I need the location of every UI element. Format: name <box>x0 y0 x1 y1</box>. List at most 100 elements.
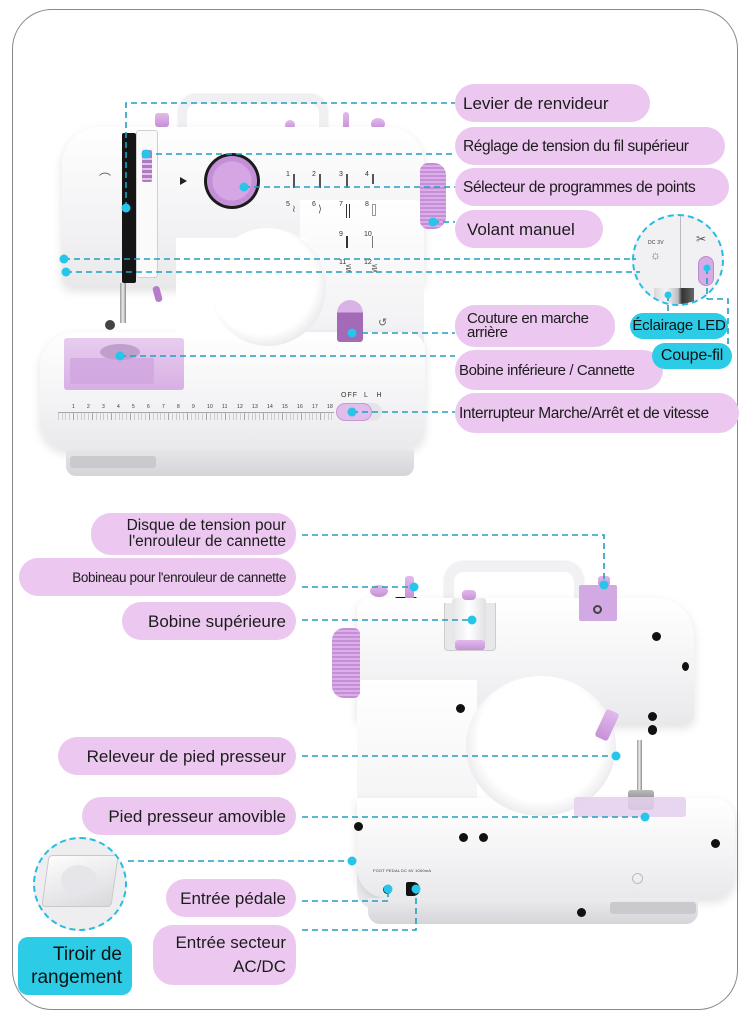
label-power-input: Entrée secteur AC/DC <box>153 925 296 985</box>
ruler-number: 17 <box>312 404 318 410</box>
label-text: Réglage de tension du fil supérieur <box>463 137 689 155</box>
led-cutter-inset: DC 3V ☼ ✂ <box>632 214 724 306</box>
reverse-icon: ↺ <box>378 317 388 329</box>
screw-hole <box>354 822 363 831</box>
label-bobbin-winder-tension-disc: Disque de tension pour l'enrouleur de ca… <box>91 513 296 555</box>
label-text: Sélecteur de programmes de points <box>463 178 696 196</box>
ruler-number: 9 <box>192 404 195 410</box>
label-reverse-stitch: Couture en marche arrière <box>455 305 615 347</box>
label-stitch-selector: Sélecteur de programmes de points <box>455 168 729 206</box>
highlight-text-line-2: rangement <box>31 967 122 988</box>
bobbin-winder-tension-disc-knob <box>370 585 388 597</box>
label-text-line-1: Disque de tension pour <box>126 517 286 534</box>
highlight-led-light: Éclairage LED <box>630 313 728 339</box>
screw-hole <box>459 833 468 842</box>
highlight-text: Éclairage LED <box>632 317 726 334</box>
screw-hole <box>682 662 689 671</box>
label-text-line-1: Couture en marche <box>467 310 589 327</box>
dc-port-label: DC 6V 1000mA <box>401 868 432 873</box>
needle-bar <box>637 740 642 790</box>
stitch-number: 2 <box>312 171 316 178</box>
ruler-number: 1 <box>72 404 75 410</box>
arm-opening-curve <box>210 228 326 346</box>
led-voltage-marking: DC 3V <box>648 240 664 246</box>
label-text: Bobineau pour l'enrouleur de cannette <box>72 569 286 585</box>
foot-slot <box>70 456 156 468</box>
upper-thread-spool <box>452 598 486 646</box>
drawer-inner-curve <box>61 865 97 895</box>
screw-hole <box>711 839 720 848</box>
label-text-line-1: Entrée secteur <box>175 933 286 952</box>
reverse-stitch-button[interactable] <box>337 300 363 342</box>
handwheel[interactable] <box>420 163 446 229</box>
stitch-glyph: ⋚ <box>371 264 378 273</box>
label-bobbin-winder-spindle: Bobineau pour l'enrouleur de cannette <box>19 558 296 596</box>
stitch-number: 1 <box>286 171 290 178</box>
ruler-number: 10 <box>207 404 213 410</box>
stitch-number: 12 <box>364 259 372 266</box>
screw-hole <box>577 908 586 917</box>
screw-hole <box>648 725 657 734</box>
stitch-glyph <box>346 204 350 218</box>
upper-thread-tension-dial[interactable] <box>142 150 152 182</box>
ruler-number: 16 <box>297 404 303 410</box>
storage-drawer-inset <box>33 837 127 931</box>
ruler-number: 8 <box>177 404 180 410</box>
ruler-number: 5 <box>132 404 135 410</box>
stitch-selector-dial[interactable] <box>204 153 260 209</box>
spool-cap-top <box>462 590 476 600</box>
needle-clamp-detail <box>654 288 694 304</box>
highlight-storage-drawer: Tiroir de rangement <box>18 937 132 995</box>
stitch-number: 10 <box>364 231 372 238</box>
screw-hole <box>479 833 488 842</box>
tension-disc-housing <box>579 585 617 621</box>
handwheel[interactable] <box>332 628 360 698</box>
switch-label-high: H <box>376 392 383 399</box>
spool-cap-bottom <box>455 640 485 650</box>
lightbulb-icon: ☼ <box>650 248 661 262</box>
stitch-glyph: ≀ <box>292 204 296 215</box>
label-text: Volant manuel <box>467 219 575 239</box>
stitch-number: 9 <box>339 231 343 238</box>
ruler-number: 6 <box>147 404 150 410</box>
ruler-number: 18 <box>327 404 333 410</box>
label-presser-foot-lifter: Releveur de pied presseur <box>58 737 296 775</box>
switch-labels: OFF L H <box>341 392 383 399</box>
needle-plate <box>574 797 686 817</box>
label-text: Levier de renvideur <box>463 93 609 113</box>
stitch-number: 3 <box>339 171 343 178</box>
ruler-number: 15 <box>282 404 288 410</box>
rubber-foot-ring <box>632 873 643 884</box>
stitch-number: 7 <box>339 201 343 208</box>
ruler-number: 2 <box>87 404 90 410</box>
dial-pointer-arrow <box>180 177 187 185</box>
highlight-text-line-1: Tiroir de <box>53 944 122 965</box>
scissors-icon: ✂ <box>696 232 707 246</box>
threading-guide-icon: ⌒ <box>99 172 112 186</box>
switch-label-off: OFF <box>341 392 358 399</box>
label-upper-thread-tension: Réglage de tension du fil supérieur <box>455 127 725 165</box>
label-bobbin-winder-lever: Levier de renvideur <box>455 84 650 122</box>
label-text-line-2: l'enrouleur de cannette <box>128 533 286 550</box>
power-input-port <box>406 882 420 896</box>
stitch-glyph <box>319 174 321 188</box>
label-text: Bobine inférieure / Cannette <box>459 361 635 379</box>
feed-dogs <box>100 344 140 360</box>
ruler-number: 11 <box>222 404 228 410</box>
bobbin-cover <box>70 358 154 384</box>
bobbin-winder-pin <box>155 113 169 127</box>
label-foot-pedal-input: Entrée pédale <box>166 879 296 917</box>
stitch-glyph: ⋚ <box>345 264 352 273</box>
tension-disc-ring <box>593 605 602 614</box>
stitch-number: 8 <box>365 201 369 208</box>
ruler-number: 4 <box>117 404 120 410</box>
foot-slot <box>610 902 696 914</box>
screw-hole <box>652 632 661 641</box>
stitch-glyph <box>293 174 295 188</box>
stitch-number: 5 <box>286 201 290 208</box>
foot-pedal-port <box>383 885 392 894</box>
label-text: Entrée pédale <box>180 888 286 908</box>
needle-bar <box>120 283 126 323</box>
power-speed-switch[interactable] <box>336 403 372 421</box>
arm-opening-curve <box>466 676 616 816</box>
